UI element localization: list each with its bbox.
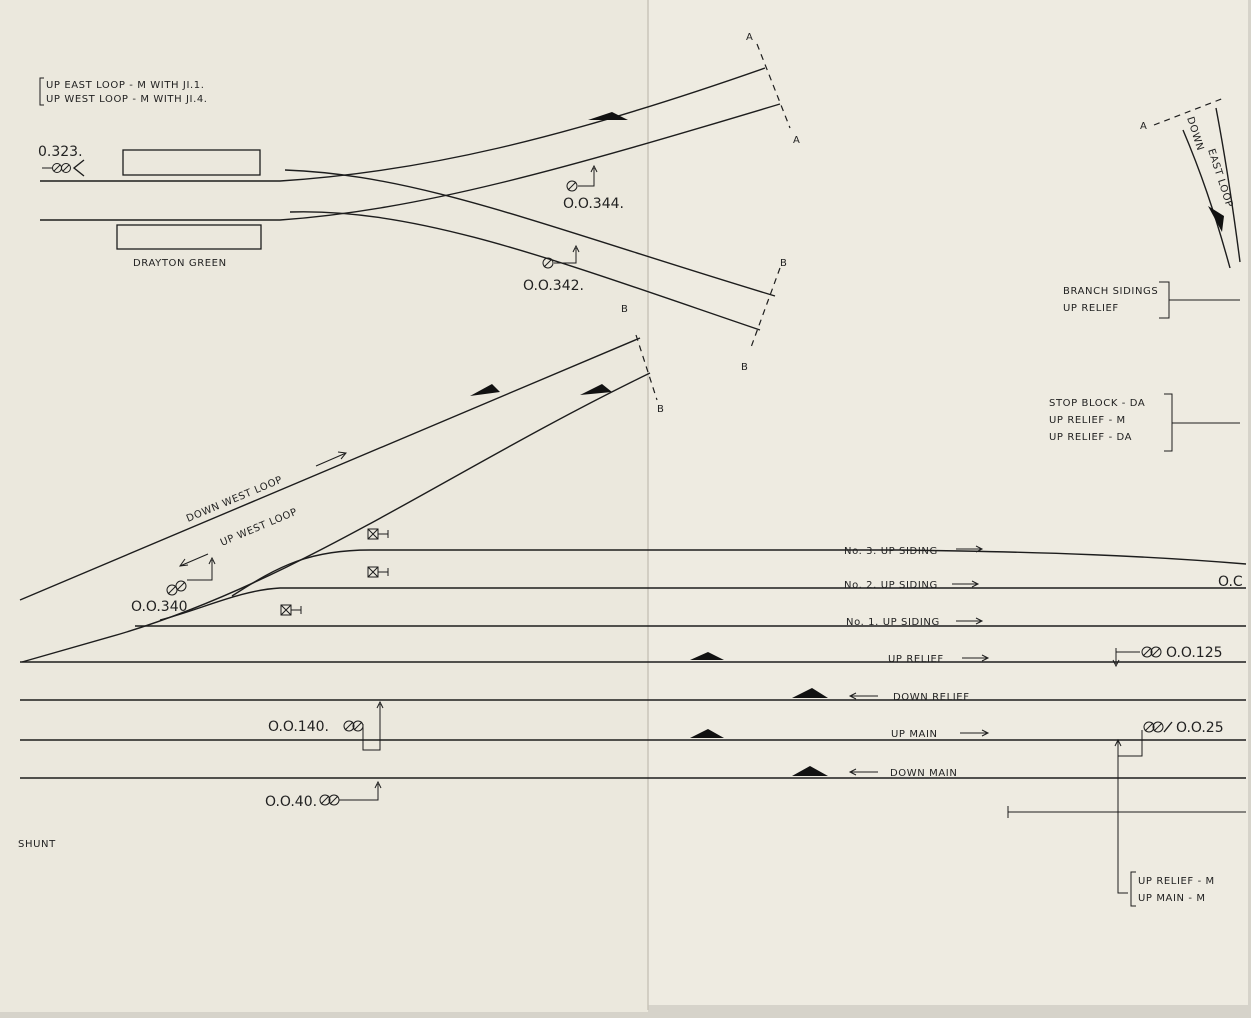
arrow-left-down-relief: [848, 692, 878, 700]
label-no3-up-siding: No. 3. UP SIDING: [844, 546, 938, 557]
direction-wedge-dwl: [470, 384, 500, 396]
signal-label-0140: O.O.140.: [268, 719, 329, 735]
label-shunt: SHUNT: [18, 839, 56, 850]
signal-label-0323: 0.323.: [38, 144, 83, 160]
direction-wedge-down-main: [792, 766, 828, 776]
label-up-main: UP MAIN: [891, 729, 938, 740]
direction-wedge-top: [588, 112, 628, 120]
signal-340-icon: [166, 556, 216, 596]
marker-a-right: A: [1140, 121, 1147, 132]
break-line-b-lower: [635, 334, 658, 401]
label-down-main: DOWN MAIN: [890, 768, 957, 779]
break-line-b: [749, 267, 781, 351]
track-crossover-1: [284, 169, 776, 297]
signal-label-0125: O.O.125: [1166, 645, 1223, 661]
track-down-west-loop: [19, 337, 641, 601]
legend-up-west-loop: UP WEST LOOP - M WITH JI.4.: [46, 94, 208, 105]
marker-b-lower-top: B: [621, 304, 628, 315]
arrow-right-up-main: [960, 729, 990, 737]
signal-label-342: O.O.342.: [523, 278, 584, 294]
signal-040-icon: [319, 780, 382, 806]
marker-b-right: B: [780, 258, 787, 269]
direction-wedge-east-loop: [1208, 206, 1224, 232]
direction-wedge-up-main: [690, 729, 724, 738]
signal-344-icon: [566, 164, 598, 192]
marker-b-left: B: [741, 362, 748, 373]
signal-0323-icon: [42, 159, 85, 177]
legend-up-relief-m-right: UP RELIEF - M: [1049, 415, 1126, 426]
arrow-left-uwl: [178, 553, 209, 567]
legend-up-relief-m: UP RELIEF - M: [1138, 876, 1215, 887]
stop-block-1-icon: [367, 528, 389, 540]
track-no3-up-siding: [231, 549, 1247, 597]
arrow-left-down-main: [848, 768, 878, 776]
direction-wedge-uwl: [580, 384, 612, 395]
arrow-right-dwl: [315, 451, 347, 467]
label-down-relief: DOWN RELIEF: [893, 692, 970, 703]
signal-label-340: O.O.340.: [131, 599, 192, 615]
legend-branch-sidings: BRANCH SIDINGS: [1063, 286, 1158, 297]
direction-wedge-down-relief: [792, 688, 828, 698]
marker-a-bottom: A: [793, 135, 800, 146]
break-line-a-right: [1153, 97, 1225, 126]
signal-0140-icon: [343, 700, 384, 751]
legend-bracket: [39, 77, 44, 106]
left-page: [0, 0, 648, 1012]
arrow-right-no3: [956, 545, 984, 553]
signal-342-icon: [542, 244, 580, 269]
marker-a-top: A: [746, 32, 753, 43]
platform-north: [122, 149, 261, 176]
track-up-east-loop-upper: [40, 67, 766, 182]
label-no1-up-siding: No. 1. UP SIDING: [846, 617, 940, 628]
signal-label-344: O.O.344.: [563, 196, 624, 212]
break-line-a: [756, 43, 791, 129]
stop-block-2-icon: [367, 566, 389, 578]
track-down-east-loop-left: [1182, 129, 1231, 269]
label-up-relief: UP RELIEF: [888, 654, 944, 665]
track-no2-up-siding: [159, 587, 1246, 621]
label-oc: O.C: [1218, 574, 1243, 590]
arrow-right-no2: [952, 580, 980, 588]
legend-bracket-stop-block: [1164, 393, 1240, 452]
signal-0125-icon: [1112, 646, 1162, 668]
stop-block-3-icon: [280, 604, 302, 616]
label-no2-up-siding: No. 2. UP SIDING: [844, 580, 938, 591]
arrow-right-up-relief: [962, 654, 990, 662]
signal-label-040: O.O.40.: [265, 794, 317, 810]
legend-stop-block-da: STOP BLOCK - DA: [1049, 398, 1145, 409]
legend-up-east-loop: UP EAST LOOP - M WITH JI.1.: [46, 80, 205, 91]
right-page: [648, 0, 1248, 1005]
station-name-drayton-green: DRAYTON GREEN: [133, 258, 227, 269]
track-up-east-loop-lower: [40, 103, 781, 221]
legend-up-main-m: UP MAIN - M: [1138, 893, 1206, 904]
platform-south: [116, 224, 262, 250]
direction-wedge-up-relief: [690, 652, 724, 660]
track-crossover-2: [289, 211, 761, 331]
bottom-legend-lead: [1117, 830, 1128, 894]
legend-up-relief-right: UP RELIEF: [1063, 303, 1119, 314]
signal-label-025: O.O.25: [1176, 720, 1224, 736]
marker-b-lower-bottom: B: [657, 404, 664, 415]
legend-up-relief-da-right: UP RELIEF - DA: [1049, 432, 1132, 443]
arrow-right-no1: [956, 617, 984, 625]
track-down-east-loop-right: [1215, 107, 1241, 263]
signal-025-icon: [1114, 721, 1173, 830]
bottom-legend-bracket: [1130, 871, 1136, 907]
legend-bracket-branch: [1159, 281, 1240, 319]
